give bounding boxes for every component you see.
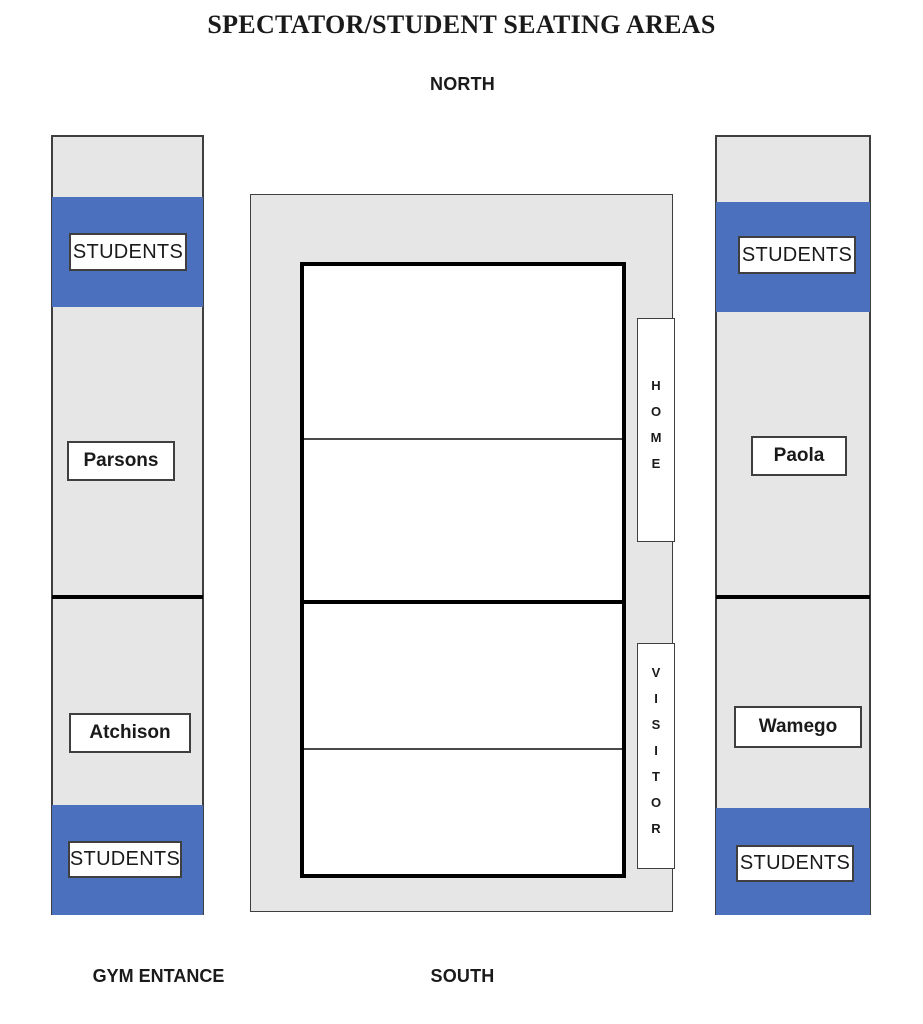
east-lower-school-tag: Wamego	[734, 706, 862, 748]
home-label: HOME	[648, 378, 664, 482]
court-line-lower	[304, 748, 622, 750]
gym-entrance-label: GYM ENTANCE	[92, 966, 225, 986]
visitor-label: VISITOR	[648, 665, 664, 847]
east-top-students-tag: STUDENTS	[738, 236, 856, 274]
east-bleacher-divider	[716, 595, 870, 599]
east-upper-school-tag: Paola	[751, 436, 847, 476]
page-title: SPECTATOR/STUDENT SEATING AREAS	[207, 10, 716, 39]
east-bottom-students-tag: STUDENTS	[736, 845, 854, 882]
east-bleacher: STUDENTS Paola Wamego STUDENTS	[715, 135, 871, 915]
west-top-students-tag: STUDENTS	[69, 233, 187, 271]
west-bleacher-divider	[52, 595, 203, 599]
west-bottom-students-tag: STUDENTS	[68, 841, 182, 878]
visitor-bench-box: VISITOR	[637, 643, 675, 869]
home-bench-box: HOME	[637, 318, 675, 542]
west-bleacher: STUDENTS Parsons Atchison STUDENTS	[51, 135, 204, 915]
court-line-upper	[304, 438, 622, 440]
north-label: NORTH	[430, 74, 495, 94]
west-lower-school-tag: Atchison	[69, 713, 191, 753]
court-outline	[300, 262, 626, 878]
west-upper-school-tag: Parsons	[67, 441, 175, 481]
south-label: SOUTH	[430, 966, 495, 986]
court-center-line	[304, 600, 622, 604]
